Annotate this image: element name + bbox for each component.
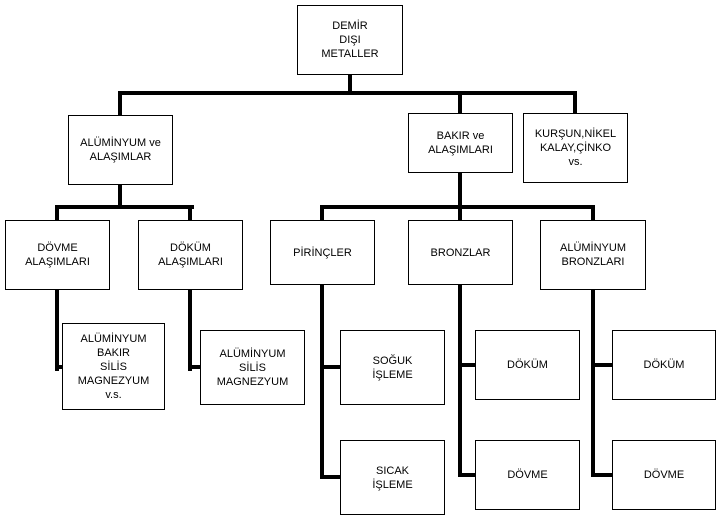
- connector-aluminyum-bus: [55, 205, 194, 209]
- connector-aluminyum-down: [118, 185, 122, 209]
- node-dovme-alasimlari: DÖVME ALAŞIMLARI: [5, 220, 110, 290]
- node-label: PİRİNÇLER: [293, 246, 352, 259]
- connector-drop-bakir: [458, 91, 462, 113]
- node-label: DÖKÜM: [507, 359, 548, 371]
- node-label: ALÜMİNYUM SİLİS MAGNEZYUM: [216, 347, 289, 388]
- connector-stub-bronzlar-dokum: [458, 363, 478, 367]
- node-label: DÖVME: [643, 469, 685, 481]
- node-aluminyum-bakir-silis-magnezyum: ALÜMİNYUM BAKIR SİLİS MAGNEZYUM v.s.: [62, 323, 165, 410]
- connector-stub-albronz-dovme: [591, 473, 615, 477]
- node-bronzlar: BRONZLAR: [408, 220, 513, 285]
- connector-drop-bronzlar: [458, 205, 462, 220]
- node-label: SOĞUK İŞLEME: [372, 354, 413, 381]
- connector-aluminyum-bronzlari-down: [591, 290, 595, 477]
- connector-drop-pirincler: [320, 205, 324, 220]
- connector-stub-bronzlar-dovme: [458, 473, 478, 477]
- node-soguk-isleme: SOĞUK İŞLEME: [340, 330, 445, 405]
- node-aluminyum-ve-alasimlar: ALÜMİNYUM ve ALAŞIMLAR: [68, 115, 173, 185]
- connector-drop-dokum-alasimlari: [188, 205, 192, 220]
- connector-stub-albronz-dokum: [591, 363, 615, 367]
- node-label: DÖKÜM ALAŞIMLARI: [158, 242, 223, 268]
- node-aluminyum-bronzlari: ALÜMİNYUM BRONZLARI: [540, 220, 646, 290]
- connector-stub-aluminyum-bakir-silis: [55, 365, 65, 369]
- connector-drop-kursun: [573, 91, 577, 113]
- connector-bakir-down: [458, 172, 462, 209]
- node-aluminyum-bronzlari-dokum: DÖKÜM: [612, 330, 716, 400]
- connector-bakir-bus: [320, 205, 595, 209]
- node-sicak-isleme: SICAK İŞLEME: [340, 440, 445, 515]
- node-bakir-ve-alasimlari: BAKIR ve ALAŞIMLARI: [408, 113, 513, 173]
- connector-stub-aluminyum-silis: [188, 365, 203, 369]
- node-label: ALÜMİNYUM ve ALAŞIMLAR: [80, 137, 161, 163]
- node-bronzlar-dovme: DÖVME: [475, 440, 580, 510]
- connector-stub-soguk-isleme: [320, 365, 343, 369]
- node-label: BRONZLAR: [430, 246, 491, 259]
- node-label: KURŞUN,NİKEL KALAY,ÇİNKO vs.: [534, 128, 617, 168]
- connector-dovme-alasimlari-down: [55, 290, 59, 371]
- connector-drop-aluminyum: [118, 91, 122, 115]
- connector-drop-aluminyum-bronzlari: [591, 205, 595, 220]
- node-kursun-nikel-kalay-cinko: KURŞUN,NİKEL KALAY,ÇİNKO vs.: [523, 113, 628, 183]
- node-label: ALÜMİNYUM BRONZLARI: [559, 242, 626, 268]
- node-label: DÖKÜM: [643, 359, 685, 371]
- node-label: DÖVME: [507, 469, 548, 481]
- node-bronzlar-dokum: DÖKÜM: [475, 330, 580, 400]
- node-label: DÖVME ALAŞIMLARI: [25, 242, 90, 268]
- connector-level1-bus: [118, 91, 577, 95]
- node-aluminyum-bronzlari-dovme: DÖVME: [612, 440, 716, 510]
- connector-stub-sicak-isleme: [320, 475, 343, 479]
- connector-root-drop: [348, 75, 352, 95]
- node-label: BAKIR ve ALAŞIMLARI: [428, 130, 493, 156]
- node-label: ALÜMİNYUM BAKIR SİLİS MAGNEZYUM v.s.: [77, 332, 150, 401]
- connector-drop-dovme-alasimlari: [55, 205, 59, 220]
- node-aluminyum-silis-magnezyum: ALÜMİNYUM SİLİS MAGNEZYUM: [200, 330, 305, 405]
- connector-pirincler-down: [320, 285, 324, 479]
- node-demir-disi-metaller: DEMİR DIŞI METALLER: [297, 5, 403, 75]
- connector-dokum-alasimlari-down: [188, 290, 192, 371]
- node-label: SICAK İŞLEME: [372, 464, 413, 491]
- node-dokum-alasimlari: DÖKÜM ALAŞIMLARI: [138, 220, 243, 290]
- node-label: DEMİR DIŞI METALLER: [321, 20, 379, 60]
- node-pirincler: PİRİNÇLER: [270, 220, 375, 285]
- connector-bronzlar-down: [458, 285, 462, 477]
